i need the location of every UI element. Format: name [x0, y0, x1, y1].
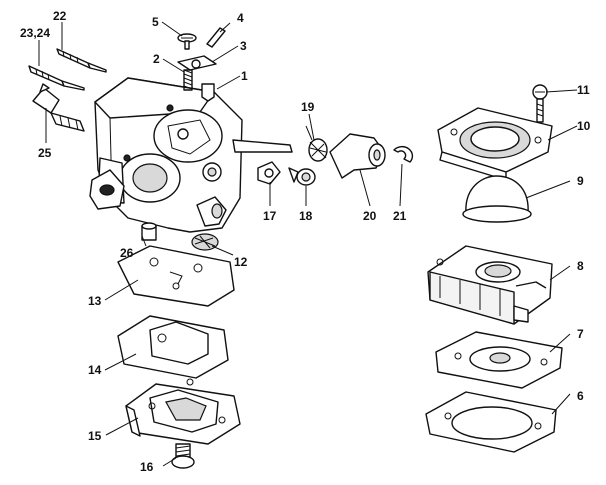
pump-gasket — [425, 391, 557, 453]
cover-screw — [171, 443, 195, 469]
callout-13: 13 — [88, 294, 102, 308]
pin — [206, 27, 226, 48]
callout-15: 15 — [88, 429, 102, 443]
callout-22: 22 — [53, 9, 67, 23]
gasket — [117, 245, 235, 307]
leader-lines — [38, 21, 578, 467]
callout-10: 10 — [577, 119, 591, 133]
callout-4: 4 — [237, 11, 244, 25]
callout-3: 3 — [240, 39, 247, 53]
callout-labels: 1 2 3 4 5 6 7 8 9 10 11 12 13 14 15 16 1… — [20, 9, 591, 474]
choke-shaft — [32, 83, 85, 132]
primer-bulb — [462, 175, 532, 223]
callout-7: 7 — [577, 327, 584, 341]
callout-14: 14 — [88, 363, 102, 377]
adjusting-screw-short — [28, 65, 85, 91]
inlet-needle — [201, 83, 215, 102]
metering-cover — [125, 378, 241, 445]
callout-21: 21 — [393, 209, 407, 223]
callout-17: 17 — [263, 209, 277, 223]
pump-diaphragm — [435, 331, 563, 389]
callout-12: 12 — [234, 255, 248, 269]
e-clip — [393, 145, 414, 163]
pump-cover — [437, 107, 553, 181]
strainer — [191, 233, 219, 251]
callout-2: 2 — [153, 52, 160, 66]
screw-small — [177, 33, 197, 50]
callout-16: 16 — [140, 460, 154, 474]
callout-1: 1 — [241, 69, 248, 83]
pump-housing — [427, 245, 553, 325]
carburetor-body — [89, 77, 293, 233]
callout-6: 6 — [577, 389, 584, 403]
callout-11: 11 — [577, 83, 590, 97]
callout-20: 20 — [363, 209, 377, 223]
pump-screw — [532, 84, 548, 123]
washer — [257, 161, 281, 185]
callout-9: 9 — [577, 174, 584, 188]
throttle-lever — [329, 133, 386, 179]
callout-23-24: 23,24 — [20, 26, 50, 40]
adjusting-screw-long — [56, 48, 107, 73]
callout-5: 5 — [152, 15, 159, 29]
spring — [183, 69, 193, 91]
callout-18: 18 — [299, 209, 313, 223]
diaphragm-gasket — [117, 315, 229, 379]
plug — [141, 222, 157, 241]
callout-26: 26 — [120, 246, 134, 260]
torsion-spring — [305, 125, 328, 162]
callout-25: 25 — [38, 146, 52, 160]
callout-19: 19 — [301, 100, 315, 114]
control-lever — [177, 55, 217, 71]
callout-8: 8 — [577, 259, 584, 273]
bushing — [288, 167, 316, 186]
